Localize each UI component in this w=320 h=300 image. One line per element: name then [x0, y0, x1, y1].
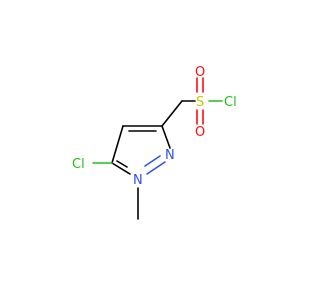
atom-o-top: O [195, 65, 205, 80]
atom-cl-ring: Cl [72, 157, 85, 172]
bond-n1-c5-double [116, 160, 128, 168]
atom-s: S [196, 95, 204, 110]
bond-n2-n1 [146, 161, 166, 175]
atom-cl-sulfonyl: Cl [224, 95, 237, 110]
atom-labels: Cl N N S O O Cl [72, 65, 237, 188]
atom-n-methyl: N [133, 173, 143, 188]
molecule-diagram: Cl N N S O O Cl [72, 65, 237, 220]
bond-c3-n2 [161, 125, 171, 149]
bond-n2-n1-double [144, 155, 161, 167]
bonds [92, 77, 223, 220]
bond-c3-ch2 [161, 100, 183, 127]
bond-c5-c4 [111, 125, 124, 164]
atom-n-ring: N [165, 148, 175, 163]
atom-o-bottom: O [195, 125, 205, 140]
bond-n1-c5 [111, 162, 131, 175]
